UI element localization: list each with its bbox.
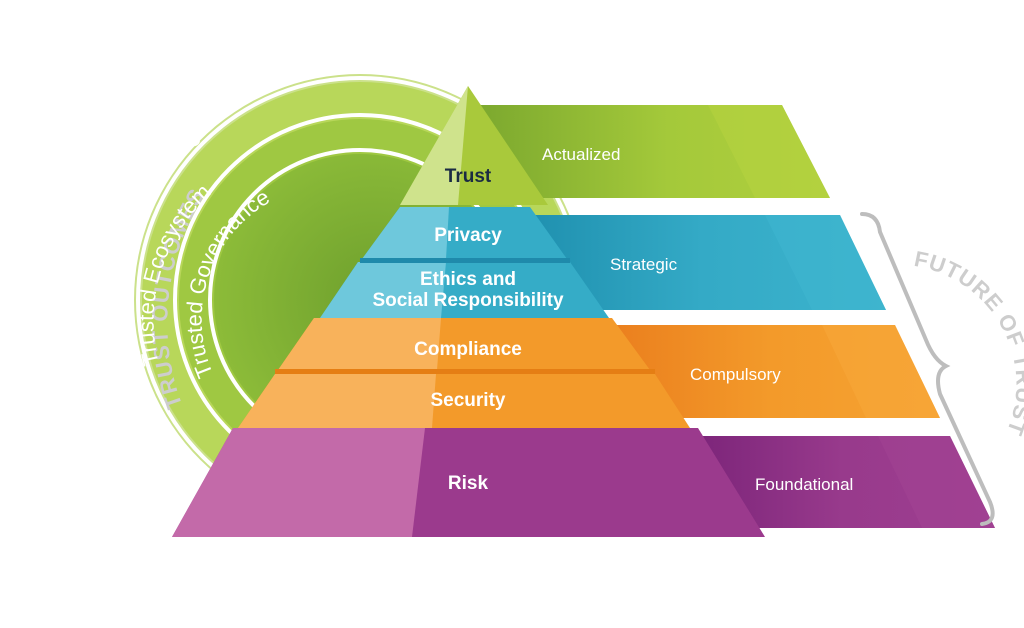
label-risk: Risk <box>448 473 489 494</box>
tier-foundational: Foundational <box>755 475 853 494</box>
pyramid <box>172 86 765 537</box>
label-security: Security <box>431 390 506 411</box>
future-bracket <box>860 212 995 526</box>
label-ethics-line1: Ethics and <box>420 269 516 290</box>
tier-bands <box>470 105 995 528</box>
label-ethics-line2: Social Responsibility <box>372 290 564 311</box>
tier-actualized: Actualized <box>542 145 620 164</box>
tier-strategic: Strategic <box>610 255 678 274</box>
tier-compulsory: Compulsory <box>690 365 781 384</box>
label-trust: Trust <box>445 166 492 187</box>
label-compliance: Compliance <box>414 339 522 360</box>
label-privacy: Privacy <box>434 225 502 246</box>
